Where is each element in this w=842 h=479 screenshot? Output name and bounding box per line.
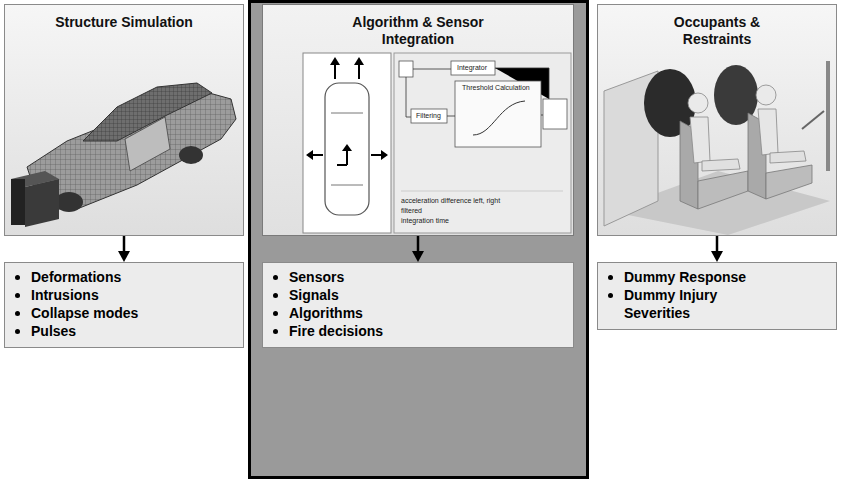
simulation-box: Structure Simulation [4,4,244,236]
illustration-circle [756,85,776,105]
illustration-path [698,171,748,209]
diagram-label: Integrator [457,64,487,72]
box-heading: Structure Simulation [14,14,234,31]
bullet-item: Deformations [13,268,235,286]
illustration-rect [411,109,447,123]
flow-arrow [412,236,424,262]
simulation-box: Algorithm & Sensor IntegrationIntegrator… [262,4,574,236]
arrow-head [412,251,424,262]
illustration-path [447,116,455,117]
illustration-path [702,159,740,171]
illustration-rect [399,61,413,77]
diagram-label: integration time [401,217,449,225]
simulation-box: Occupants & Restraints [597,4,837,236]
diagram-label: acceleration difference left, right [401,197,500,205]
illustration-rect [543,99,567,129]
illustration-path [25,179,59,227]
illustration-path [690,117,710,163]
illustration-rect [325,83,369,215]
result-list-box: SensorsSignalsAlgorithmsFire decisions [262,262,574,348]
illustration-ellipse [179,146,203,164]
result-list-box: DeformationsIntrusionsCollapse modesPuls… [4,262,244,348]
illustration-path [758,109,778,155]
illustration-ellipse [55,192,83,212]
bullet-item: Sensors [271,268,565,286]
illustration-path [406,77,411,117]
bullet-item: Dummy Injury Severities [606,286,774,322]
illustration-rect [455,81,541,147]
arrow-head [711,251,723,262]
diagram-label: Threshold Calculation [462,84,530,92]
box-heading: Algorithm & Sensor Integration [333,14,503,48]
arrow-line [716,236,719,253]
illustration-path [413,69,451,70]
illustration-path [770,151,806,163]
illustration-path [337,149,347,165]
illustration-path [541,115,543,116]
illustration-rect [303,53,391,233]
car-mesh-illustration [5,39,243,235]
diagram-label: Filtering [416,112,441,120]
box-heading: Occupants & Restraints [662,14,772,48]
bullet-item: Collapse modes [13,304,235,322]
illustration-rect [451,61,495,75]
arrow-line [123,236,126,253]
illustration-path [473,101,525,135]
arrow-head [118,251,130,262]
illustration-path [766,165,812,199]
illustration-rect [394,53,571,233]
bullet-item: Fire decisions [271,322,565,340]
illustration-path [802,111,824,129]
illustration-circle [688,93,708,113]
diagram-label: filtered [401,207,422,215]
flow-arrow [711,236,723,262]
result-list-box: Dummy ResponseDummy Injury Severities [597,262,837,330]
bullet-item: Algorithms [271,304,565,322]
flow-arrow [118,236,130,262]
bullet-item: Dummy Response [606,268,774,286]
bullet-item: Signals [271,286,565,304]
arrow-line [417,236,420,253]
illustration-path [330,57,364,65]
illustration-path [342,144,352,151]
illustration-path [331,113,363,185]
bullet-item: Pulses [13,322,235,340]
occupant-illustration [598,51,836,235]
bullet-item: Intrusions [13,286,235,304]
illustration-path [125,117,170,171]
illustration-rect [11,179,25,225]
illustration-path [826,61,830,171]
illustration-path [401,191,563,192]
